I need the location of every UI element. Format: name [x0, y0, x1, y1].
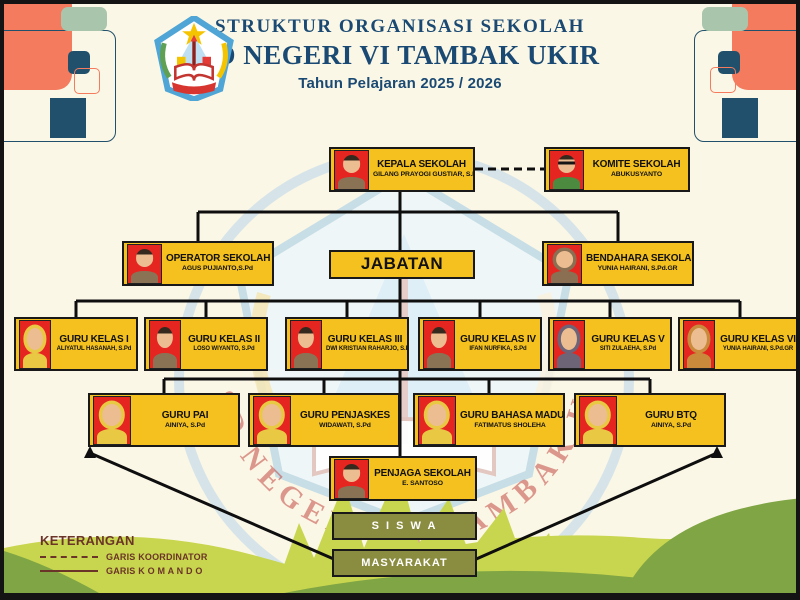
org-node-guru-kelas-1: GURU KELAS I ALIYATUL HASANAH, S.Pd	[14, 317, 138, 371]
legend-label: GARIS K O M A N D O	[106, 566, 203, 576]
org-node-kepala-sekolah: KEPALA SEKOLAH GILANG PRAYOGI GUSTIAR, S…	[329, 147, 475, 192]
node-title: OPERATOR SEKOLAH	[166, 253, 271, 265]
node-name: GILANG PRAYOGI GUSTIAR, S.Pd.SD	[373, 171, 473, 179]
photo-kepala-sekolah	[334, 149, 369, 190]
node-name: DWI KRISTIAN RAHARJO, S.Pd.SD	[326, 346, 409, 353]
node-name: FATIMATUS SHOLEHA	[474, 421, 546, 429]
photo-guru-kelas-4	[423, 319, 455, 369]
legend-solid-line	[40, 570, 98, 572]
node-title: GURU PAI	[161, 409, 209, 421]
org-node-guru-penjaskes: GURU PENJASKES WIDAWATI, S.Pd	[248, 393, 400, 447]
legend: KETERANGAN GARIS KOORDINATOR GARIS K O M…	[40, 533, 208, 576]
node-title: GURU KELAS VI	[720, 334, 796, 346]
node-title: GURU PENJASKES	[300, 409, 390, 421]
node-name: ABUKUSYANTO	[610, 171, 663, 179]
photo-guru-bahasa-madura	[418, 395, 456, 445]
org-node-operator-sekolah: OPERATOR SEKOLAH AGUS PUJIANTO,S.Pd	[122, 241, 274, 286]
node-name: AINIYA, S.Pd	[650, 421, 692, 429]
node-name: E. SANTOSO	[402, 480, 443, 488]
corner-outline-coral-right	[710, 67, 736, 93]
org-node-guru-pai: GURU PAI AINIYA, S.Pd	[88, 393, 240, 447]
photo-guru-kelas-6	[683, 319, 715, 369]
school-logo	[154, 16, 234, 101]
node-name: AINIYA, S.Pd	[164, 421, 206, 429]
org-node-guru-kelas-3: GURU KELAS III DWI KRISTIAN RAHARJO, S.P…	[285, 317, 409, 371]
node-title: BENDAHARA SEKOLAH	[586, 253, 694, 265]
title-line1: STRUKTUR ORGANISASI SEKOLAH	[215, 16, 585, 37]
node-name: YUNIA HAIRANI, S.Pd.GR	[722, 346, 794, 353]
node-title: GURU KELAS I	[59, 334, 129, 346]
photo-operator-sekolah	[127, 243, 162, 284]
node-name: LOSO WIYANTO, S.Pd	[193, 346, 255, 353]
node-title: GURU KELAS III	[327, 334, 403, 346]
photo-guru-pai	[93, 395, 131, 445]
org-node-komite-sekolah: KOMITE SEKOLAH ABUKUSYANTO	[544, 147, 690, 192]
org-node-guru-kelas-2: GURU KELAS II LOSO WIYANTO, S.Pd	[144, 317, 268, 371]
node-name: WIDAWATI, S.Pd	[319, 421, 371, 429]
node-title: KEPALA SEKOLAH	[377, 159, 466, 171]
node-name: IFAN NURFIKA, S.Pd	[469, 346, 527, 353]
poster-header: STRUKTUR ORGANISASI SEKOLAH SD NEGERI VI…	[4, 16, 796, 92]
corner-outline-right	[694, 30, 796, 142]
photo-guru-btq	[579, 395, 617, 445]
org-node-siswa: S I S W A	[332, 512, 477, 540]
org-node-masyarakat: MASYARAKAT	[332, 549, 477, 577]
org-node-guru-kelas-6: GURU KELAS VI YUNIA HAIRANI, S.Pd.GR	[678, 317, 796, 371]
node-title: PENJAGA SEKOLAH	[374, 468, 471, 480]
legend-label: GARIS KOORDINATOR	[106, 552, 208, 562]
org-node-guru-btq: GURU BTQ AINIYA, S.Pd	[574, 393, 726, 447]
academic-year: Tahun Pelajaran 2025 / 2026	[298, 75, 502, 92]
node-title: GURU KELAS IV	[460, 334, 536, 346]
corner-shape-sage-left	[61, 7, 107, 31]
node-name: SITI ZULAEHA, S.Pd	[599, 346, 657, 353]
legend-dashed-line	[40, 556, 98, 558]
org-node-penjaga-sekolah: PENJAGA SEKOLAH E. SANTOSO	[329, 456, 477, 501]
node-title: GURU BAHASA MADURA	[460, 409, 565, 421]
org-node-guru-bahasa-madura: GURU BAHASA MADURA FATIMATUS SHOLEHA	[413, 393, 565, 447]
corner-outline-left	[4, 30, 116, 142]
corner-shape-coral-right-2	[752, 4, 796, 24]
node-name: AGUS PUJIANTO,S.Pd	[182, 265, 253, 273]
node-title: JABATAN	[360, 254, 444, 274]
legend-title: KETERANGAN	[40, 533, 135, 548]
corner-outline-coral-left	[74, 68, 100, 94]
corner-block-navy-right	[722, 98, 758, 138]
school-name: SD NEGERI VI TAMBAK UKIR	[200, 40, 600, 70]
photo-guru-kelas-2	[149, 319, 181, 369]
corner-shape-sage-right	[702, 7, 748, 31]
node-title: GURU BTQ	[645, 409, 697, 421]
corner-block-navy-left	[50, 98, 86, 138]
photo-komite-sekolah	[549, 149, 584, 190]
corner-shape-coral-left	[4, 4, 72, 90]
node-title: GURU KELAS V	[591, 334, 665, 346]
node-title: KOMITE SEKOLAH	[592, 159, 681, 171]
photo-guru-kelas-3	[290, 319, 322, 369]
legend-item-koordinator: GARIS KOORDINATOR	[40, 552, 208, 562]
org-node-guru-kelas-5: GURU KELAS V SITI ZULAEHA, S.Pd	[548, 317, 672, 371]
photo-guru-penjaskes	[253, 395, 291, 445]
org-node-bendahara-sekolah: BENDAHARA SEKOLAH YUNIA HAIRANI, S.Pd.GR	[542, 241, 694, 286]
org-node-jabatan: JABATAN	[329, 250, 475, 279]
node-title: GURU KELAS II	[188, 334, 260, 346]
node-name: YUNIA HAIRANI, S.Pd.GR	[597, 265, 678, 273]
photo-penjaga-sekolah	[334, 458, 369, 499]
photo-bendahara-sekolah	[547, 243, 582, 284]
legend-item-komando: GARIS K O M A N D O	[40, 566, 208, 576]
node-name: ALIYATUL HASANAH, S.Pd	[56, 346, 132, 353]
org-node-guru-kelas-4: GURU KELAS IV IFAN NURFIKA, S.Pd	[418, 317, 542, 371]
photo-guru-kelas-1	[19, 319, 51, 369]
org-connector-lines	[74, 167, 742, 562]
photo-guru-kelas-5	[553, 319, 585, 369]
